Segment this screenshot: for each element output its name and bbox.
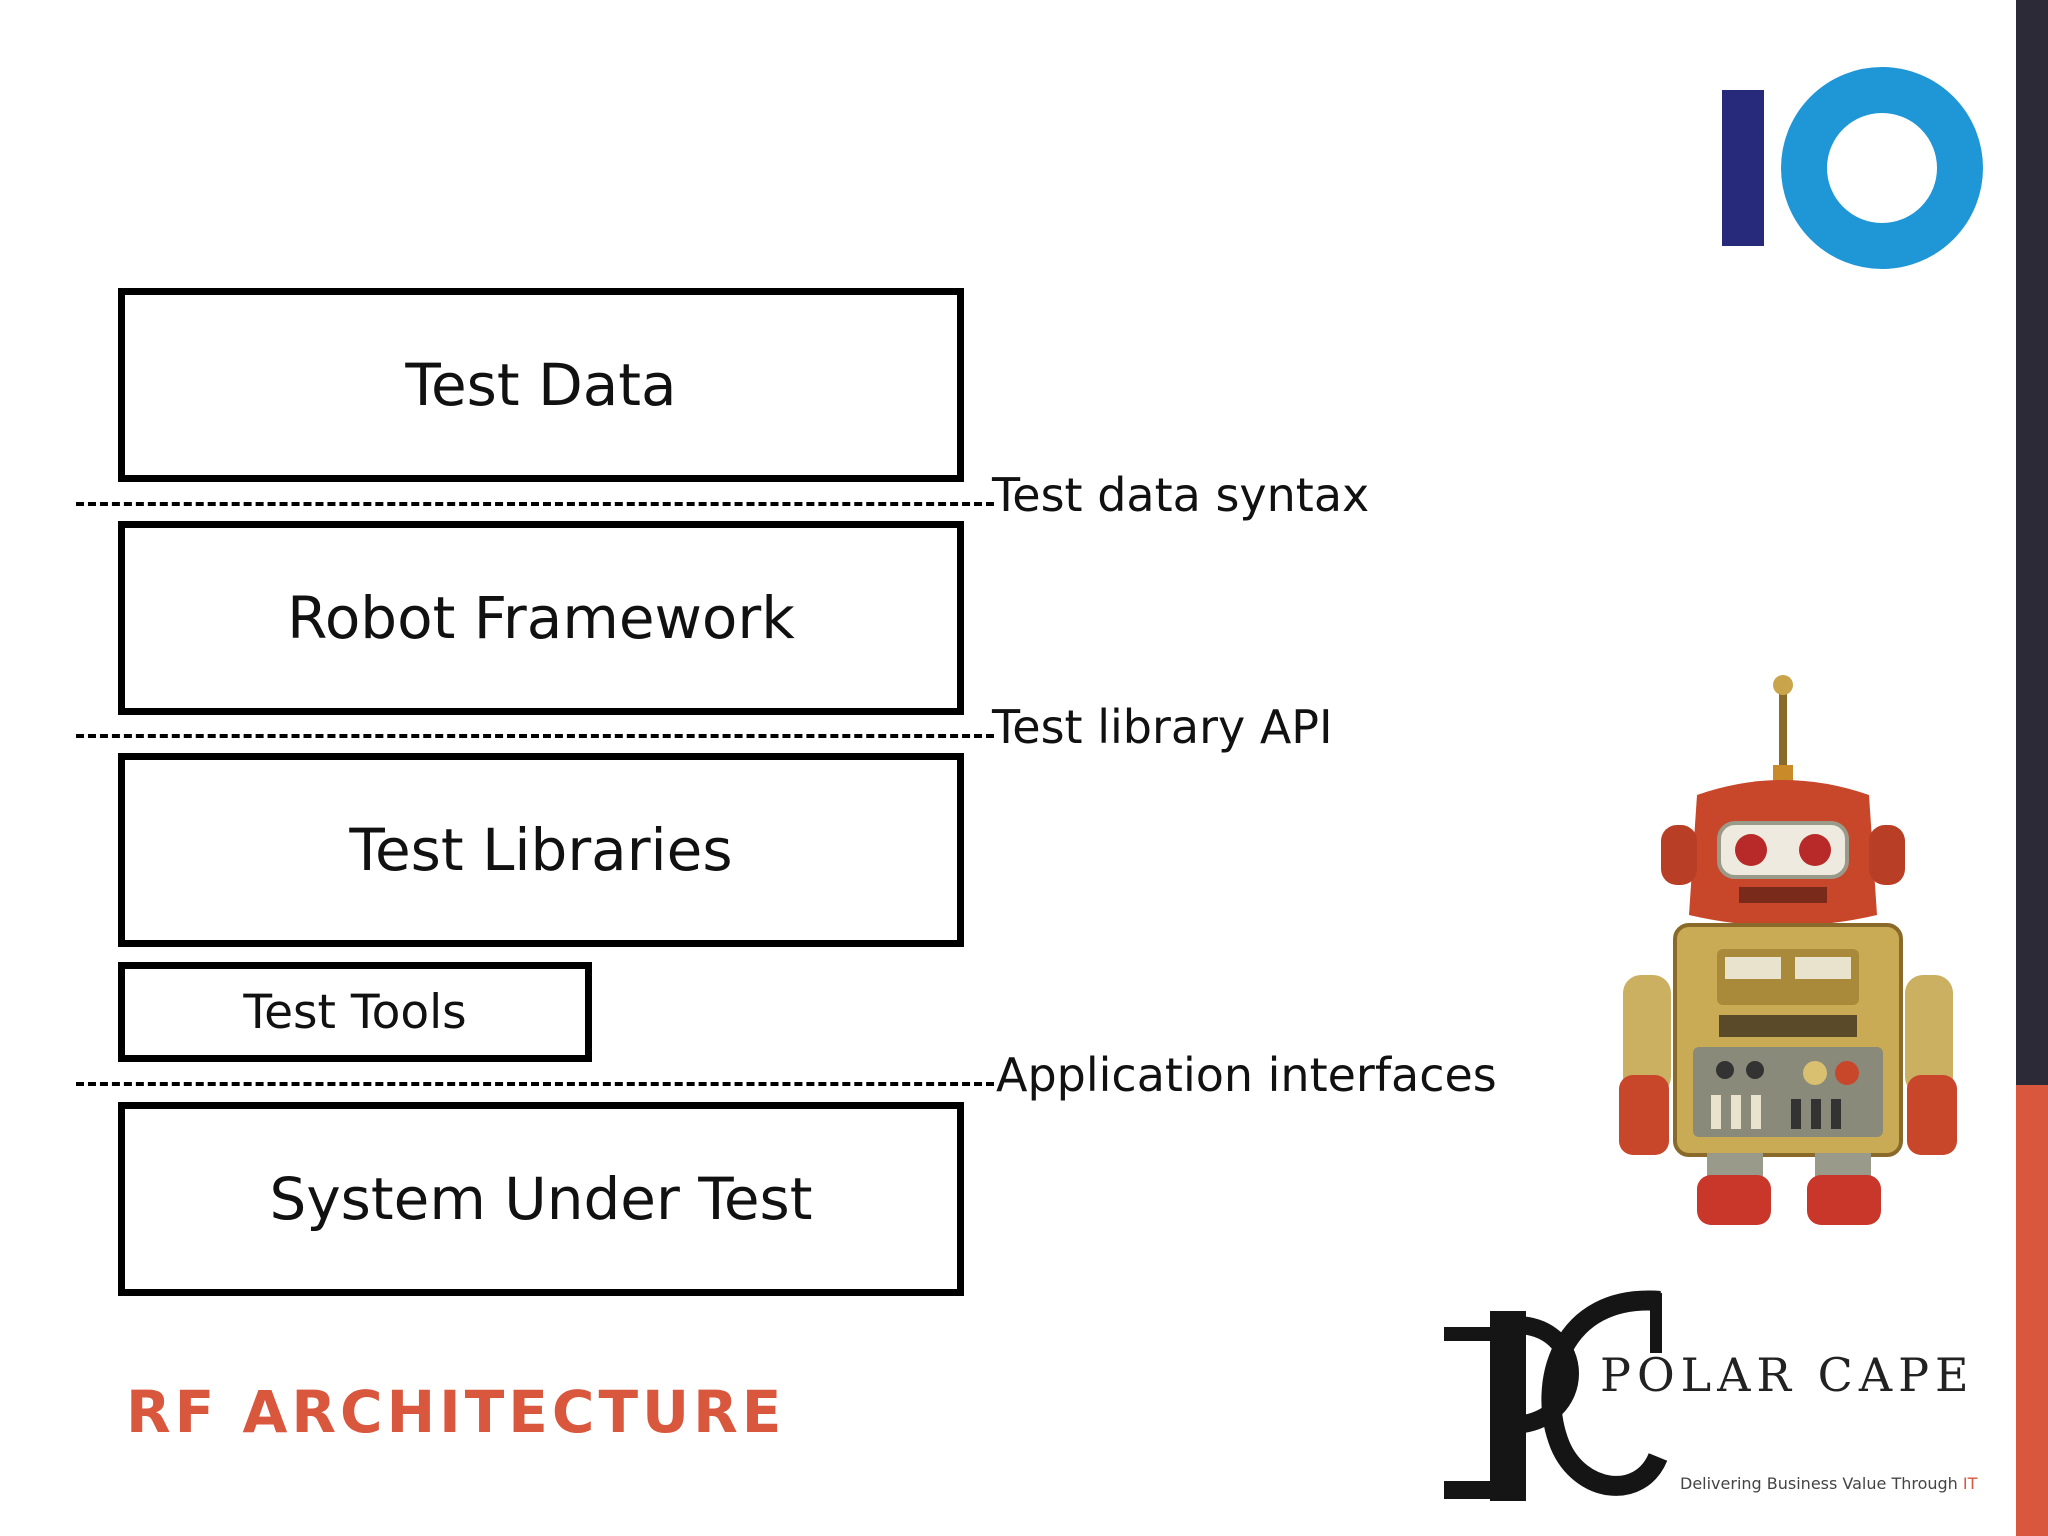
brand-logo-icon — [1722, 67, 1983, 269]
polar-cape-logo-icon — [1444, 1290, 1668, 1501]
polar-cape-tagline: Delivering Business Value Through IT — [1680, 1474, 1978, 1493]
layer-test-libraries: Test Libraries — [118, 753, 964, 947]
robot-toy-icon — [1619, 675, 1957, 1225]
interface-label-test-library-api: Test library API — [992, 700, 1333, 754]
interface-line-application-interfaces — [76, 1082, 994, 1086]
interface-line-test-data-syntax — [76, 502, 994, 506]
layer-test-data: Test Data — [118, 288, 964, 482]
layer-robot-framework: Robot Framework — [118, 521, 964, 715]
polar-cape-logo-text: POLAR CAPE — [1600, 1348, 1975, 1402]
interface-label-application-interfaces: Application interfaces — [996, 1048, 1497, 1102]
sidebar-stripe-accent — [2016, 1085, 2048, 1536]
sidebar-stripe-dark — [2016, 0, 2048, 1085]
layer-label: Test Libraries — [349, 816, 733, 884]
layer-label: Robot Framework — [287, 584, 795, 652]
interface-label-test-data-syntax: Test data syntax — [992, 468, 1370, 522]
slide-title: RF ARCHITECTURE — [126, 1378, 786, 1446]
layer-test-tools: Test Tools — [118, 962, 592, 1062]
layer-system-under-test: System Under Test — [118, 1102, 964, 1296]
layer-label: Test Tools — [243, 984, 467, 1040]
layer-label: System Under Test — [269, 1165, 813, 1233]
interface-line-test-library-api — [76, 734, 994, 738]
layer-label: Test Data — [405, 351, 677, 419]
